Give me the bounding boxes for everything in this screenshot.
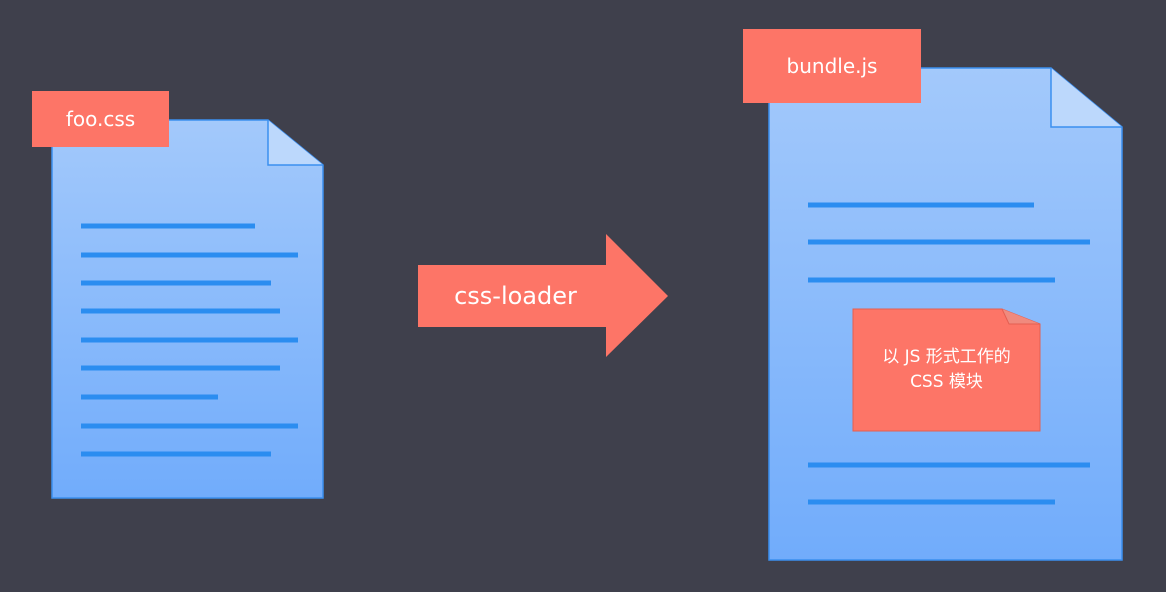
embedded-module-line-2: CSS 模块 (910, 372, 983, 392)
embedded-module-text: 以 JS 形式工作的 CSS 模块 (853, 309, 1040, 431)
output-file-name: bundle.js (786, 54, 878, 78)
transform-arrow (418, 234, 668, 357)
source-file-label: foo.css (32, 91, 169, 147)
embedded-module-page (852, 308, 1041, 432)
output-text-lines (808, 202, 1090, 505)
embedded-module-note (852, 308, 1041, 432)
source-file-name: foo.css (65, 107, 136, 131)
loader-name: css-loader (454, 282, 577, 310)
source-text-lines (81, 223, 298, 457)
embedded-module-line-1: 以 JS 形式工作的 (882, 347, 1011, 367)
embedded-module-fold (1001, 308, 1040, 325)
transform-label: css-loader (418, 265, 613, 327)
source-document-fold (267, 120, 323, 166)
output-document-fold (1050, 68, 1122, 128)
source-document (51, 119, 324, 499)
output-file-label: bundle.js (743, 29, 921, 103)
